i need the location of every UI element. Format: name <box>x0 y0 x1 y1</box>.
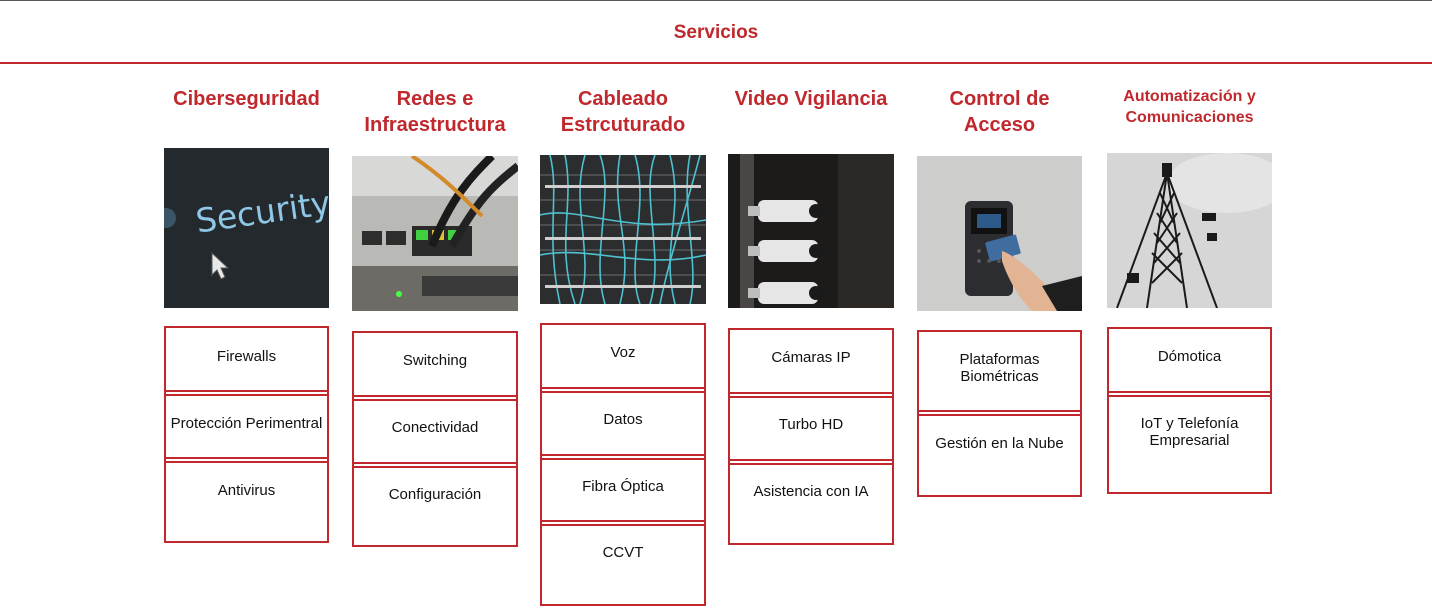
service-item[interactable]: Dómotica <box>1157 348 1222 365</box>
item-divider <box>542 454 704 460</box>
service-item[interactable]: Gestión en la Nube <box>935 435 1064 452</box>
item-divider <box>730 392 892 398</box>
service-box: Cámaras IP Turbo HD Asistencia con IA <box>728 328 894 545</box>
service-box: Switching Conectividad Configuración <box>352 331 518 547</box>
service-title: Redes e Infraestructura <box>364 88 506 136</box>
security-photo: Security <box>164 148 329 308</box>
item-divider <box>730 459 892 465</box>
service-item[interactable]: Conectividad <box>391 419 479 436</box>
service-title: Automatización y Comunicaciones <box>1123 88 1256 126</box>
service-title: Cableado Estrcuturado <box>560 88 686 136</box>
security-cameras-photo <box>728 154 894 308</box>
service-item[interactable]: Fibra Óptica <box>582 478 664 495</box>
item-divider <box>354 462 516 468</box>
service-item[interactable]: Voz <box>610 344 636 361</box>
item-divider <box>542 387 704 393</box>
service-item[interactable]: CCVT <box>602 544 644 561</box>
access-card-reader-photo <box>917 156 1082 311</box>
item-divider <box>166 390 327 396</box>
service-item[interactable]: Firewalls <box>216 348 277 365</box>
service-item[interactable]: Datos <box>603 411 643 428</box>
service-title: Control de Acceso <box>949 88 1050 136</box>
page-title: Servicios <box>673 22 759 43</box>
service-box: Voz Datos Fibra Óptica CCVT <box>540 323 706 606</box>
top-border <box>0 0 1432 1</box>
service-item[interactable]: Configuración <box>388 486 482 503</box>
service-box: Firewalls Protección Perimentral Antivir… <box>164 326 329 543</box>
header-divider <box>0 62 1432 64</box>
item-divider <box>354 395 516 401</box>
item-divider <box>1109 391 1270 397</box>
service-item[interactable]: Asistencia con IA <box>753 483 869 500</box>
service-box: Plataformas Biométricas Gestión en la Nu… <box>917 330 1082 497</box>
telecom-tower-photo <box>1107 153 1272 308</box>
service-item[interactable]: Protección Perimentral <box>170 415 323 432</box>
service-item[interactable]: Plataformas Biométricas <box>959 351 1040 385</box>
service-item[interactable]: Antivirus <box>217 482 276 499</box>
service-title: Ciberseguridad <box>173 88 320 110</box>
service-item[interactable]: Turbo HD <box>778 416 844 433</box>
item-divider <box>919 410 1080 416</box>
patch-panel-cables-photo <box>540 155 706 304</box>
service-box: Dómotica IoT y Telefonía Empresarial <box>1107 327 1272 494</box>
service-title: Video Vigilancia <box>734 88 888 110</box>
item-divider <box>166 457 327 463</box>
item-divider <box>542 520 704 526</box>
service-item[interactable]: Switching <box>402 352 468 369</box>
service-item[interactable]: Cámaras IP <box>771 349 851 366</box>
network-switch-photo <box>352 156 518 311</box>
service-item[interactable]: IoT y Telefonía Empresarial <box>1140 415 1239 449</box>
